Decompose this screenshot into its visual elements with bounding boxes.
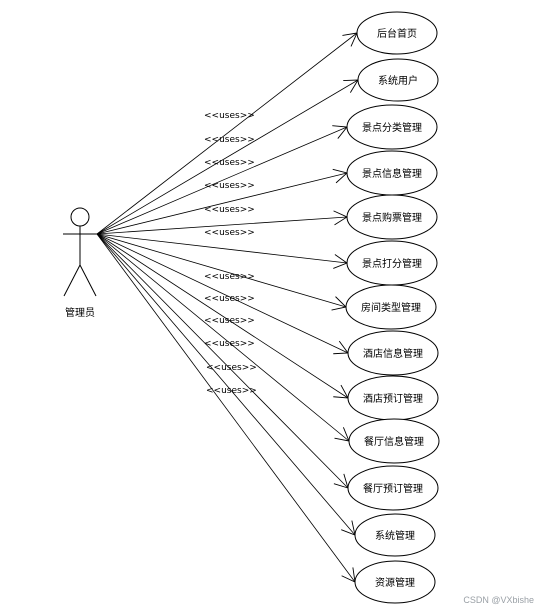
uses-stereotype-label: <<uses>> <box>204 316 255 326</box>
association-line <box>96 216 348 235</box>
actor-name: 管理员 <box>65 306 95 319</box>
uses-stereotype-label: <<uses>> <box>204 272 255 282</box>
uses-stereotype-label: <<uses>> <box>206 386 257 396</box>
use-case-label: 餐厅预订管理 <box>363 482 423 495</box>
use-case-oval[interactable] <box>347 330 439 376</box>
association-line <box>96 32 358 235</box>
use-case-oval[interactable] <box>346 104 438 150</box>
association-lines <box>96 32 359 583</box>
uses-stereotype-label: <<uses>> <box>204 339 255 349</box>
use-case-oval[interactable] <box>354 560 436 604</box>
actor-figure[interactable] <box>63 207 97 297</box>
association-line <box>96 79 359 235</box>
use-case-label: 后台首页 <box>377 27 417 40</box>
actor-left-leg <box>63 264 81 297</box>
arrowhead <box>343 79 359 93</box>
use-case-oval[interactable] <box>345 284 437 330</box>
uses-stereotype-label: <<uses>> <box>204 228 255 238</box>
association-line <box>96 233 347 308</box>
uses-stereotype-label: <<uses>> <box>204 135 255 145</box>
association-line <box>96 233 356 583</box>
association-line <box>96 126 348 235</box>
association-line <box>96 233 350 442</box>
use-case-label: 房间类型管理 <box>361 301 421 314</box>
association-line <box>96 233 349 354</box>
actor-right-leg <box>79 264 97 297</box>
use-case-label: 系统管理 <box>375 529 415 542</box>
actor-head <box>70 207 90 227</box>
use-case-oval[interactable] <box>357 58 439 102</box>
use-case-label: 酒店信息管理 <box>363 347 423 360</box>
use-case-oval[interactable] <box>354 513 436 557</box>
use-case-oval[interactable] <box>356 11 438 55</box>
uses-stereotype-label: <<uses>> <box>204 205 255 215</box>
association-line <box>96 172 348 235</box>
use-case-label: 系统用户 <box>378 74 418 87</box>
use-case-label: 景点购票管理 <box>362 211 422 224</box>
use-case-group: 后台首页系统用户景点分类管理景点信息管理景点购票管理景点打分管理房间类型管理酒店… <box>345 11 440 604</box>
use-case-oval[interactable] <box>347 465 439 511</box>
use-case-label: 资源管理 <box>375 576 415 589</box>
uses-stereotype-label: <<uses>> <box>204 294 255 304</box>
use-case-label: 景点打分管理 <box>362 257 422 270</box>
association-line <box>96 233 349 489</box>
uses-stereotype-label: <<uses>> <box>204 111 255 121</box>
association-line <box>96 233 349 399</box>
use-case-label: 景点分类管理 <box>362 121 422 134</box>
use-case-label: 景点信息管理 <box>362 167 422 180</box>
uses-stereotype-label: <<uses>> <box>206 363 257 373</box>
use-case-oval[interactable] <box>348 418 440 464</box>
uses-stereotype-label: <<uses>> <box>204 181 255 191</box>
watermark: CSDN @VXbishe <box>463 595 534 605</box>
use-case-label: 酒店预订管理 <box>363 392 423 405</box>
use-case-label: 餐厅信息管理 <box>364 435 424 448</box>
uses-stereotype-label: <<uses>> <box>204 158 255 168</box>
uses-label-group: <<uses>> <<uses>> <<uses>> <<uses>> <<uses>>… <box>204 111 257 396</box>
arrowhead <box>333 384 349 399</box>
association-line <box>96 233 348 264</box>
use-case-oval[interactable] <box>346 194 438 240</box>
association-line <box>96 233 356 536</box>
